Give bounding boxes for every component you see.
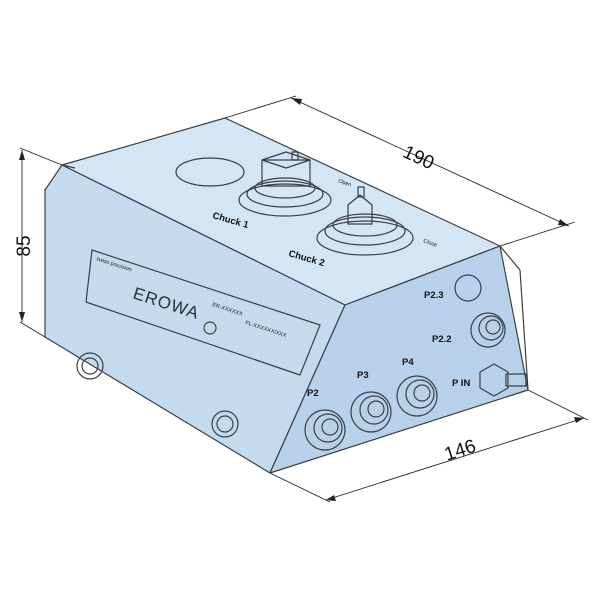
- port-p4-label: P4: [402, 357, 414, 368]
- bevel-line: [61, 164, 76, 169]
- port-p2-3-plug: [454, 274, 482, 302]
- fastener-right: [211, 410, 239, 438]
- control-box: [44, 117, 529, 474]
- chuck-2-valve: [316, 186, 414, 256]
- top-details: Chuck 1 Chuck 2 Open Close: [175, 151, 438, 269]
- depth-dimension-text: 146: [442, 436, 479, 466]
- port-p4-fitting: [396, 375, 438, 417]
- box-front-face: [44, 164, 346, 474]
- port-p3-fitting: [350, 391, 392, 433]
- fastener-left: [76, 352, 104, 380]
- port-labels: P2 P3 P4 P2.2 P2.3 P IN: [307, 290, 470, 399]
- port-p2-fitting: [304, 409, 346, 451]
- port-p-in-label: P IN: [452, 378, 470, 389]
- chuck-2-close-label: Close: [422, 238, 437, 248]
- port-fittings: [304, 274, 527, 451]
- top-plug: [175, 157, 245, 187]
- chuck-1-valve: [238, 151, 332, 217]
- port-p-in-fitting: [479, 363, 527, 397]
- port-p2-2-fitting: [470, 312, 506, 348]
- dimension-height: 85: [14, 147, 63, 338]
- width-dimension-text: 190: [400, 142, 438, 174]
- front-fasteners: [76, 352, 239, 438]
- bevel-line: [499, 245, 521, 271]
- port-p2-label: P2: [307, 388, 319, 399]
- logo-symbol: [203, 321, 217, 335]
- port-p2-3-label: P2.3: [424, 290, 444, 301]
- bevel-line: [519, 269, 529, 391]
- port-p2-2-label: P2.2: [432, 334, 452, 345]
- height-dimension-text: 85: [14, 235, 35, 256]
- port-p3-label: P3: [357, 370, 369, 381]
- chuck-1-open-label: Open: [337, 178, 352, 188]
